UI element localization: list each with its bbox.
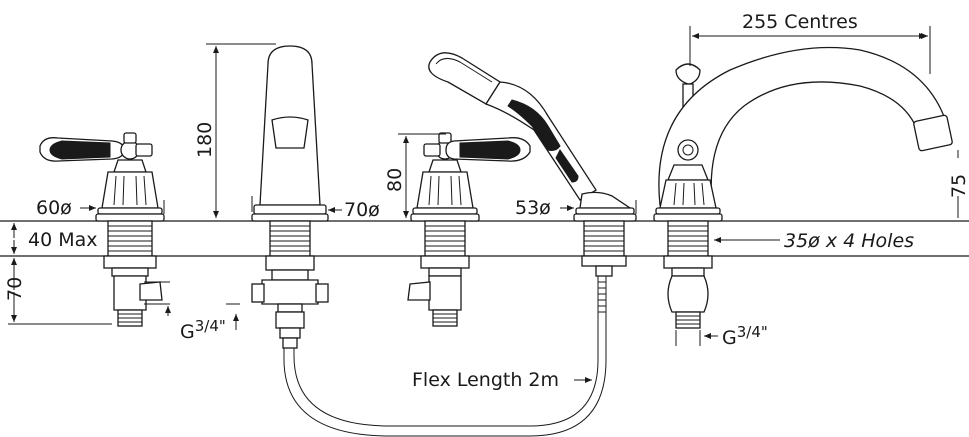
thread-left-label: G3/4" <box>180 317 226 343</box>
shower-base-dia-label: 53ø <box>515 197 551 219</box>
flex-length-label: Flex Length 2m <box>412 369 559 391</box>
left-handle-valve <box>39 132 165 327</box>
spout-reach-label: 75 <box>948 174 969 198</box>
deck-max-label: 40 Max <box>28 229 98 251</box>
shower-handset <box>428 52 637 277</box>
thread-left-fraction: 3/4" <box>195 317 226 335</box>
spout-base-dia-label: 70ø <box>344 199 380 221</box>
dimension-lines <box>8 26 959 383</box>
thread-left-prefix: G <box>180 321 195 343</box>
centre-spout-diverter <box>251 45 329 349</box>
spout-height-label: 180 <box>194 122 216 158</box>
handle-base-dia-label: 60ø <box>36 197 72 219</box>
bath-spout <box>653 46 953 329</box>
centres-label: 255 Centres <box>742 11 858 33</box>
thread-right-fraction: 3/4" <box>737 323 768 341</box>
below-deck-label: 70 <box>4 277 26 301</box>
right-handle-valve <box>407 132 531 327</box>
thread-right-prefix: G <box>722 327 737 349</box>
flex-hose <box>283 276 607 437</box>
thread-right-label: G3/4" <box>722 323 768 349</box>
holes-label: 35ø x 4 Holes <box>784 230 914 252</box>
handle-height-label: 80 <box>384 168 406 192</box>
